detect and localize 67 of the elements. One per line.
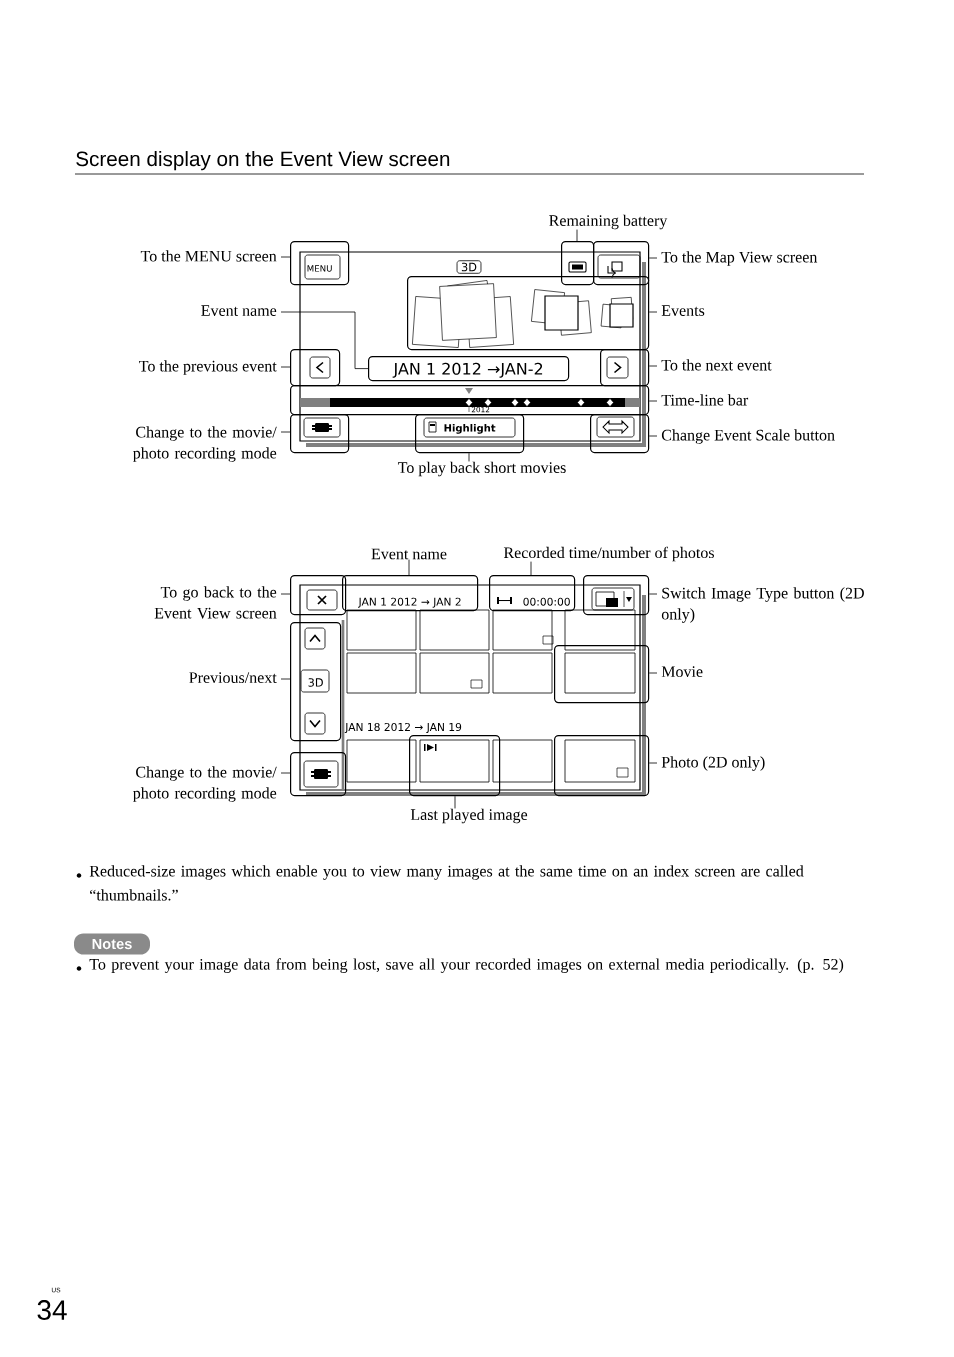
- leader-line: [280, 311, 369, 369]
- leader-line: [648, 365, 658, 367]
- callout-text: To the next event: [661, 359, 772, 371]
- callout-text: Movie: [661, 666, 703, 677]
- leader-line: [280, 366, 291, 368]
- last-played-thumbnail: [409, 735, 501, 797]
- callout-text: Change to the movie/ photo recording mode: [133, 426, 277, 462]
- leader-line: [576, 229, 578, 242]
- callout-text: Event name: [201, 305, 277, 316]
- leader-line: [280, 593, 291, 595]
- callout-text: Photo (2D only): [661, 756, 765, 771]
- notes-badge: Notes: [74, 933, 150, 955]
- next-button: [600, 349, 650, 387]
- photo-thumbnail: [554, 735, 650, 797]
- leader-line: [530, 561, 532, 576]
- callout-text: Event name: [371, 548, 447, 560]
- previous-button: [290, 349, 341, 387]
- paragraph: Reduced-size images which enable you to view many images at the same time on an index screen are called “thumbnails.”: [89, 865, 804, 901]
- previous-next-buttons: 3D: [290, 622, 342, 742]
- date-label: JAN 18 2012 → JAN 19: [344, 723, 462, 734]
- events-panel: [407, 276, 650, 351]
- highlight-button: Highlight: [415, 414, 525, 454]
- callout-text: Switch Image Type button (2D only): [661, 587, 864, 623]
- leader-line: [648, 257, 658, 259]
- map-view-button: [593, 241, 650, 286]
- callout-text: Recorded time/number of photos: [503, 546, 714, 562]
- paragraph: To prevent your image data from being lost, save all your recorded images on external media periodically. (p. 52): [89, 958, 844, 973]
- callout-text: To go back to the Event View screen: [154, 586, 277, 619]
- leader-line: [454, 795, 456, 809]
- leader-line: [648, 593, 658, 595]
- section-title: Screen display on the Event View screen: [76, 151, 450, 171]
- mode-button: [290, 752, 347, 797]
- leader-line: [280, 772, 291, 774]
- movie-thumbnail: [554, 645, 650, 704]
- close-button: [290, 575, 347, 616]
- leader-line: [280, 431, 291, 433]
- leader-line: [648, 435, 658, 437]
- callout-text: Events: [661, 305, 705, 316]
- callout-text: Previous/next: [189, 672, 277, 683]
- callout-text: To the Map View screen: [661, 251, 818, 266]
- mode-button: [290, 414, 350, 454]
- callout-text: To play back short movies: [398, 461, 566, 477]
- callout-text: To the previous event: [139, 360, 277, 375]
- leader-line: [648, 672, 658, 674]
- callout-text: Last played image: [410, 808, 528, 824]
- callout-text: Change to the movie/ photo recording mode: [133, 766, 277, 802]
- event-scale-button: [590, 414, 650, 454]
- tab-label: 3D: [456, 260, 482, 274]
- time-line-bar: [290, 385, 650, 416]
- leader-line: [280, 678, 291, 680]
- callout-text: Time-line bar: [661, 394, 749, 406]
- leader-line: [648, 400, 658, 402]
- page-number: 34: [37, 1300, 67, 1320]
- leader-line: [648, 311, 658, 313]
- leader-line: [280, 256, 291, 258]
- battery-indicator: [561, 241, 595, 286]
- image-type-button: [583, 575, 650, 616]
- recorded-time-field: 00:00:00: [489, 575, 576, 612]
- event-name-field: JAN 1 2012 → JAN 2: [342, 575, 479, 612]
- menu-button: MENU: [290, 241, 350, 286]
- leader-line: [468, 452, 470, 462]
- callout-text: Remaining battery: [549, 214, 668, 230]
- event-name-field: JAN 1 2012 →JAN-2: [368, 356, 570, 382]
- leader-line: [408, 559, 410, 576]
- callout-text: To the MENU screen: [140, 250, 277, 262]
- leader-line: [648, 762, 658, 764]
- callout-text: Change Event Scale button: [661, 429, 835, 444]
